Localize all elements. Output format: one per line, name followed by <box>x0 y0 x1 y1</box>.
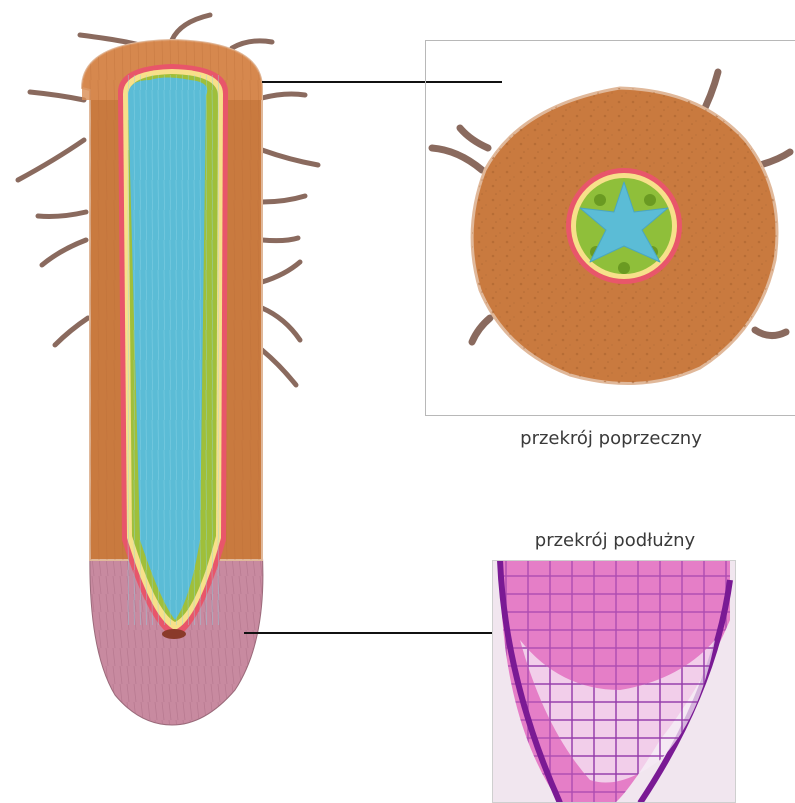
longitudinal-micrograph <box>492 560 736 803</box>
root-hair <box>55 318 88 345</box>
root-hair <box>262 94 305 98</box>
root-longitudinal-view <box>80 40 268 730</box>
root-hair <box>38 212 86 217</box>
cross-section-panel <box>426 41 795 416</box>
vascular-cylinder <box>118 64 228 639</box>
root-hair <box>262 238 298 241</box>
root-hair <box>262 308 300 340</box>
root-hair <box>262 196 305 202</box>
root-hair <box>262 350 296 385</box>
cross-section-caption: przekrój poprzeczny <box>425 428 795 449</box>
root-hair <box>262 262 300 282</box>
root-hair <box>30 92 84 100</box>
root-hair <box>172 15 210 40</box>
cross-section-stele <box>566 168 682 284</box>
apical-meristem <box>162 629 186 639</box>
root-hair <box>42 240 86 265</box>
longitudinal-section-caption: przekrój podłużny <box>485 530 745 551</box>
root-hair <box>232 41 272 48</box>
root-hair <box>262 150 318 165</box>
root-hair <box>18 140 84 180</box>
